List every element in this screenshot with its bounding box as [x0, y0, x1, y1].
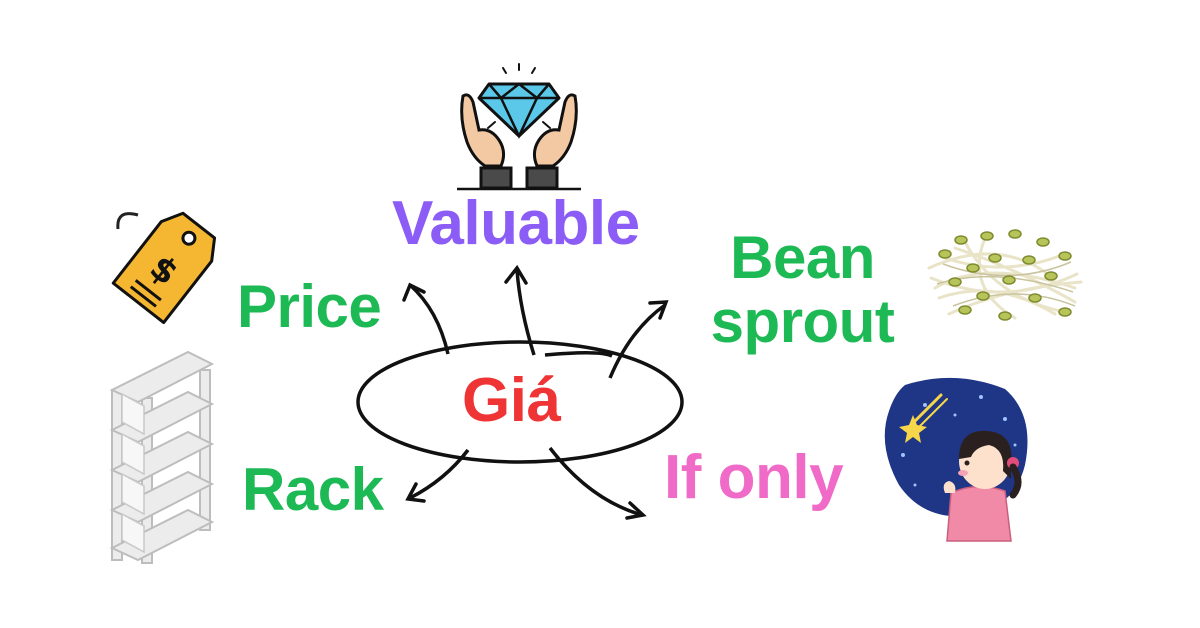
center-word: Giá: [462, 366, 561, 435]
arrow-to-bean-sprout: [544, 303, 667, 379]
meaning-valuable: Valuable: [392, 189, 640, 258]
meaning-bean-sprout-line1: Bean: [730, 224, 875, 291]
girl-wishing-on-star-icon: [884, 377, 1028, 542]
price-tag-icon: $: [111, 211, 217, 325]
arrow-to-valuable: [515, 269, 536, 356]
meaning-bean-sprout: Bean sprout: [705, 224, 900, 356]
arrow-to-if-only: [548, 446, 643, 517]
arrow-to-rack: [409, 448, 470, 500]
meaning-price: Price: [237, 273, 382, 340]
meaning-rack: Rack: [242, 456, 384, 523]
meaning-if-only: If only: [664, 443, 844, 512]
arrow-to-price: [408, 283, 450, 355]
bean-sprouts-icon: [927, 229, 1083, 321]
diamond-in-hands-icon: [457, 63, 581, 191]
center-ellipse: [356, 340, 684, 464]
meaning-bean-sprout-line2: sprout: [710, 288, 895, 356]
shelf-rack-icon: [109, 350, 215, 564]
